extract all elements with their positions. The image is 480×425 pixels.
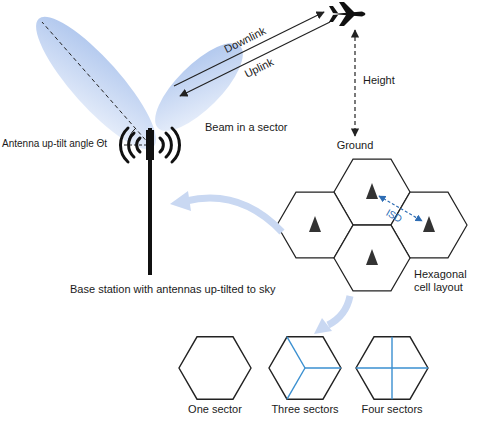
pointer-arrowhead [170, 191, 191, 211]
site-icons [309, 183, 435, 265]
sector-divider [391, 337, 392, 399]
antenna-waves [120, 128, 179, 162]
beam-axis [42, 22, 150, 145]
sector-divider [287, 337, 305, 368]
antenna [146, 130, 154, 160]
hexagon-outline [352, 333, 432, 403]
beam-label: Beam in a sector [205, 121, 288, 134]
pointer-arrowhead [314, 318, 332, 334]
sector-divider [287, 368, 305, 399]
uplink-arrow [180, 22, 330, 96]
sector-hexagon: Three sectors [260, 333, 350, 415]
sector-label: One sector [170, 403, 260, 415]
ground-label: Ground [337, 139, 374, 152]
hexagon [356, 337, 428, 399]
downlink-arrow [174, 12, 324, 86]
sector-label: Three sectors [260, 403, 350, 415]
sector-hexagon: One sector [170, 333, 260, 415]
pointer-arrow [328, 296, 350, 325]
hexagon [179, 337, 251, 399]
sector-label: Four sectors [347, 403, 437, 415]
sector-hexagon: Four sectors [347, 333, 437, 415]
hexagon [269, 337, 341, 399]
angle-label: Antenna up-tilt angle Θt [2, 138, 107, 150]
hexagon-outline [175, 333, 255, 403]
height-label: Height [363, 74, 395, 87]
height-arrow [354, 30, 355, 136]
hexagon-outline [265, 333, 345, 403]
sector-divider [305, 367, 341, 368]
caption-label: Base station with antennas up-tilted to … [70, 283, 275, 296]
layout-label: Hexagonal cell layout [414, 268, 476, 293]
airplane [329, 2, 366, 26]
pointer-arrow [186, 198, 282, 232]
link-label: Uplink [242, 56, 275, 81]
